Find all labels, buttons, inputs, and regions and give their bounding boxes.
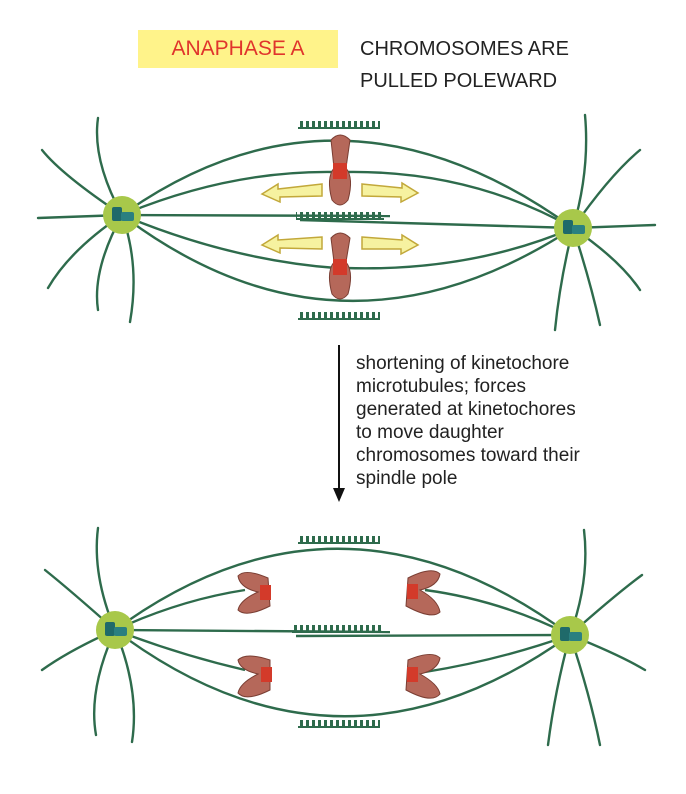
daughter-chromosome-lower-right xyxy=(405,654,441,699)
process-caption: shortening of kinetochore microtubules; … xyxy=(356,352,676,490)
arrow-lower-left xyxy=(260,233,323,255)
top-right-centriole-b xyxy=(572,225,585,234)
bottom-left-spindle-pole xyxy=(96,611,134,649)
caption-line-2: microtubules; forces xyxy=(356,376,527,397)
arrow-lower-right xyxy=(361,233,420,256)
top-chromosome-upper xyxy=(328,134,352,206)
caption-line-5: chromosomes toward their xyxy=(356,445,580,466)
lower-right-kinetochore xyxy=(407,667,418,682)
top-interpolar-overlaps xyxy=(296,121,384,320)
bottom-right-centriole-a xyxy=(560,627,570,641)
bottom-left-centriole-a xyxy=(105,622,115,636)
arrow-upper-left xyxy=(260,182,323,204)
process-arrow xyxy=(333,345,345,502)
caption-line-1: shortening of kinetochore xyxy=(356,353,570,374)
heading-line-2: PULLED POLEWARD xyxy=(360,70,558,92)
bottom-interpolar-overlaps xyxy=(292,536,384,728)
top-upper-kinetochore xyxy=(333,163,347,179)
caption-line-3: generated at kinetochores xyxy=(356,399,576,420)
heading-line-1: CHROMOSOMES ARE xyxy=(360,38,569,60)
top-spindle xyxy=(36,113,657,332)
upper-right-kinetochore xyxy=(407,584,418,599)
bottom-right-spindle-pole xyxy=(551,616,589,654)
stage-title-badge: ANAPHASE A xyxy=(138,30,338,68)
poleward-arrows xyxy=(260,181,420,256)
bottom-left-centriole-b xyxy=(114,627,127,636)
daughter-chromosome-upper-left xyxy=(237,572,271,614)
daughter-chromosome-upper-right xyxy=(405,570,441,616)
top-left-centriole-b xyxy=(121,212,134,221)
top-right-spindle-pole xyxy=(554,209,592,247)
arrow-upper-right xyxy=(361,181,420,204)
upper-left-kinetochore xyxy=(260,585,271,600)
top-left-centriole-a xyxy=(112,207,122,221)
top-lower-kinetochore xyxy=(333,259,347,275)
top-left-spindle-pole xyxy=(103,196,141,234)
top-right-centriole-a xyxy=(563,220,573,234)
caption-line-6: spindle pole xyxy=(356,468,458,489)
top-chromosome-lower xyxy=(328,232,352,300)
daughter-chromosome-lower-left xyxy=(237,655,272,698)
caption-line-4: to move daughter xyxy=(356,422,504,443)
bottom-right-centriole-b xyxy=(569,632,582,641)
lower-left-kinetochore xyxy=(261,667,272,682)
bottom-spindle xyxy=(40,526,647,747)
